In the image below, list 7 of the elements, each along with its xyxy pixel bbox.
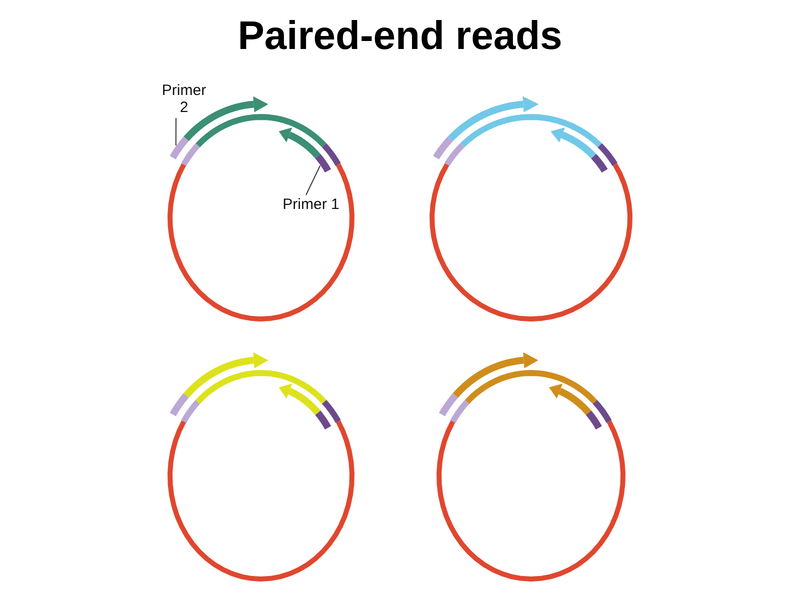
title: Paired-end reads xyxy=(236,14,564,59)
primer-segment xyxy=(170,136,190,161)
primer-segment xyxy=(314,153,332,174)
leader-line xyxy=(175,118,176,146)
leader-line xyxy=(306,165,321,196)
primer-label: Primer 2 xyxy=(160,82,208,116)
primer-label: Primer 1 xyxy=(282,196,340,213)
